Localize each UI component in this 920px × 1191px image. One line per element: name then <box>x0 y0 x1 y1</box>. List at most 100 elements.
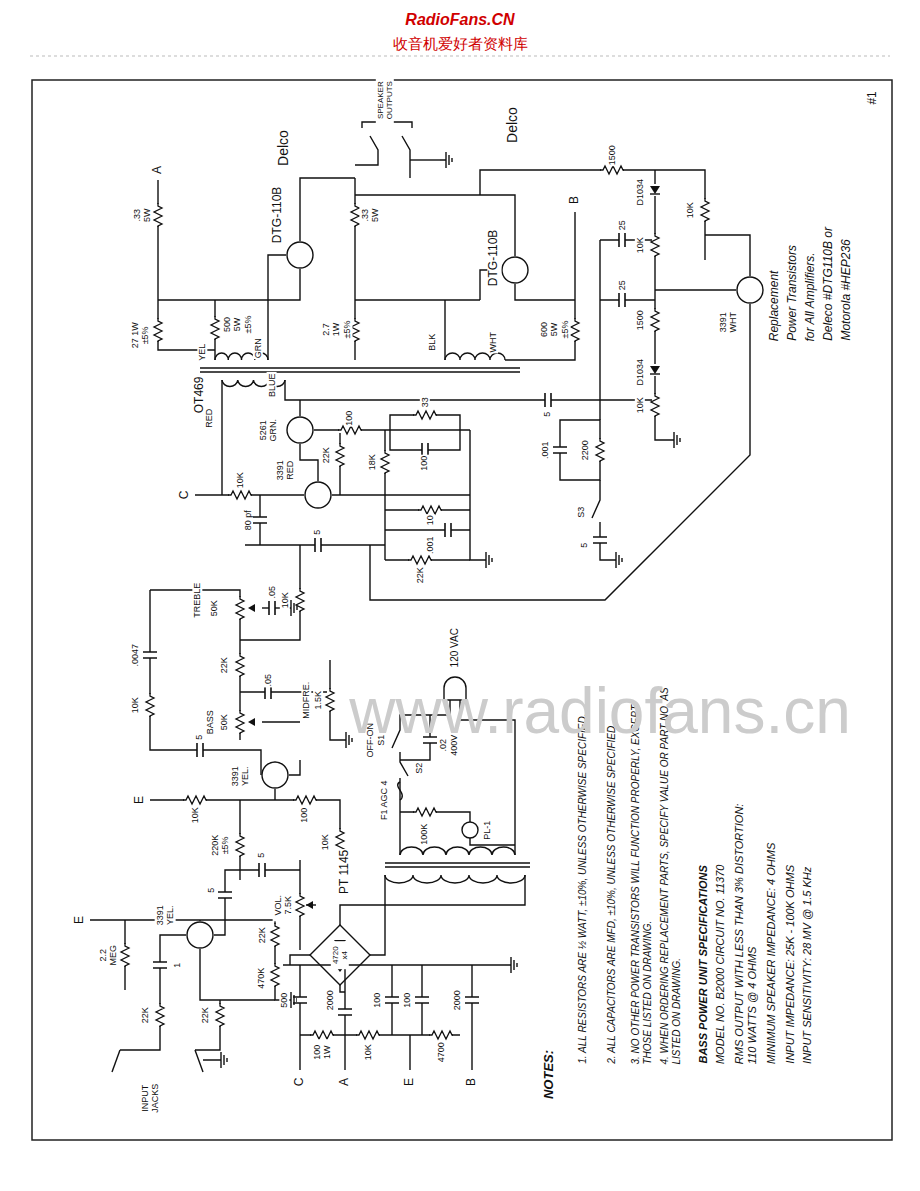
component-symbol <box>505 957 517 973</box>
wire-path <box>444 300 445 360</box>
part-value: .33 5W <box>360 202 381 228</box>
wire-color: BLUE <box>267 372 277 398</box>
transistor-name: DTG-110B <box>271 186 285 244</box>
wire-path <box>240 545 300 640</box>
part-value: 10K <box>685 201 695 219</box>
wire-path <box>300 444 318 481</box>
wire-color: BLK <box>428 332 438 351</box>
part-value: .33 5W <box>132 202 153 228</box>
note-text: Power Transistors <box>786 244 800 342</box>
wire-path <box>400 847 515 855</box>
transistor-symbol <box>737 277 763 303</box>
component-symbol <box>480 552 492 568</box>
component-symbol <box>668 432 680 448</box>
supply-name: A <box>151 165 165 175</box>
part-value: 18K <box>367 453 377 471</box>
part-value: 5261 GRN. <box>258 414 279 446</box>
wire-color: RED <box>205 407 215 428</box>
component-symbol <box>154 318 162 342</box>
wire-path <box>344 965 345 1035</box>
part-value: 3391 WHT <box>718 306 739 338</box>
wire-path <box>300 178 355 241</box>
note-text: BASS POWER UNIT SPECIFICATIONS <box>697 865 710 1065</box>
component-symbol <box>236 596 244 620</box>
component-symbol <box>445 523 451 537</box>
part-value: 10K <box>280 591 290 609</box>
component-symbol <box>553 447 567 453</box>
part-value: 50K <box>209 599 219 617</box>
wire-path <box>592 480 600 518</box>
control-name: BASS <box>205 709 215 735</box>
part-value: 5 <box>313 528 323 535</box>
component-symbol <box>197 743 203 757</box>
wire-path <box>214 870 240 935</box>
component-symbol <box>143 652 157 658</box>
wire-path <box>200 949 275 1000</box>
wire-path <box>370 875 385 955</box>
wire-path <box>355 136 378 165</box>
wire-path <box>600 239 655 240</box>
transistor-symbol <box>305 482 331 508</box>
component-symbol <box>310 1031 334 1039</box>
supply-name: B <box>465 1077 479 1087</box>
component-symbol <box>236 710 244 734</box>
part-value: 25 <box>617 279 627 291</box>
part-value: 600 5W ±5% <box>539 316 570 344</box>
part-value: 3391 YEL. <box>230 760 251 792</box>
page-number: #1 <box>866 90 880 105</box>
wire-path <box>655 289 736 290</box>
wire-path <box>409 1035 410 1070</box>
wire-color: GRN <box>253 337 263 359</box>
part-value: VOL. 7.5K <box>273 889 294 921</box>
part-value: 22K <box>219 656 229 674</box>
part-value: D1034 <box>635 358 645 387</box>
part-value: 1 <box>173 961 183 968</box>
component-symbol <box>153 962 167 968</box>
transistor-name: DTG-110B <box>487 229 501 287</box>
component-symbol <box>338 1009 352 1015</box>
note-text: RMS OUTPUT WITH LESS THAN 3% DISTORTION:… <box>732 788 757 1065</box>
output-label: SPEAKER OUTPUTS <box>376 77 394 123</box>
wire-path <box>262 721 300 722</box>
part-value: 500 5W ±5% <box>222 311 253 339</box>
part-value: 100 <box>403 991 413 1008</box>
note-text: MINIMUM SPEAKER IMPEDANCE: 4 OHMS <box>766 842 779 1065</box>
wire-path <box>289 760 300 775</box>
component-symbol <box>211 316 219 340</box>
part-value: PL-1 <box>483 819 493 840</box>
component-symbol <box>418 506 442 514</box>
wire-path <box>400 752 408 776</box>
note-text: MODEL NO. B2000 CIRCUIT NO. 11370 <box>715 863 728 1065</box>
component-symbol <box>271 923 279 947</box>
note-text: Motorola #HEP236 <box>840 239 854 342</box>
part-value: 3391 YEL. <box>155 899 176 931</box>
component-symbol <box>306 901 313 909</box>
wire-path <box>195 1000 220 1050</box>
wire-path <box>240 869 300 870</box>
supply-name: A <box>338 1077 352 1087</box>
component-symbol <box>600 166 624 174</box>
wire-path <box>344 1035 345 1070</box>
wire-path <box>268 255 286 360</box>
component-symbol <box>121 943 129 967</box>
wire-color: WHT <box>488 331 498 354</box>
supply-name: B <box>568 195 582 205</box>
part-value: 10K <box>235 471 245 489</box>
part-value: 100 <box>373 991 383 1008</box>
component-symbol <box>293 796 317 804</box>
wire-path <box>599 240 600 420</box>
part-value: 2200 <box>580 439 590 461</box>
wire-path <box>221 380 222 495</box>
supply-name: C <box>293 1077 307 1088</box>
transistor-symbol <box>287 417 313 443</box>
watermark: www.radiofans.cn <box>348 675 852 749</box>
component-symbol <box>183 796 207 804</box>
component-symbol <box>271 963 279 987</box>
component-symbol <box>146 693 154 717</box>
wire-path <box>480 170 705 260</box>
transistor-symbol <box>462 822 478 838</box>
part-value: 1500 <box>607 144 617 166</box>
note-text: for All Amplifiers. <box>804 251 818 342</box>
